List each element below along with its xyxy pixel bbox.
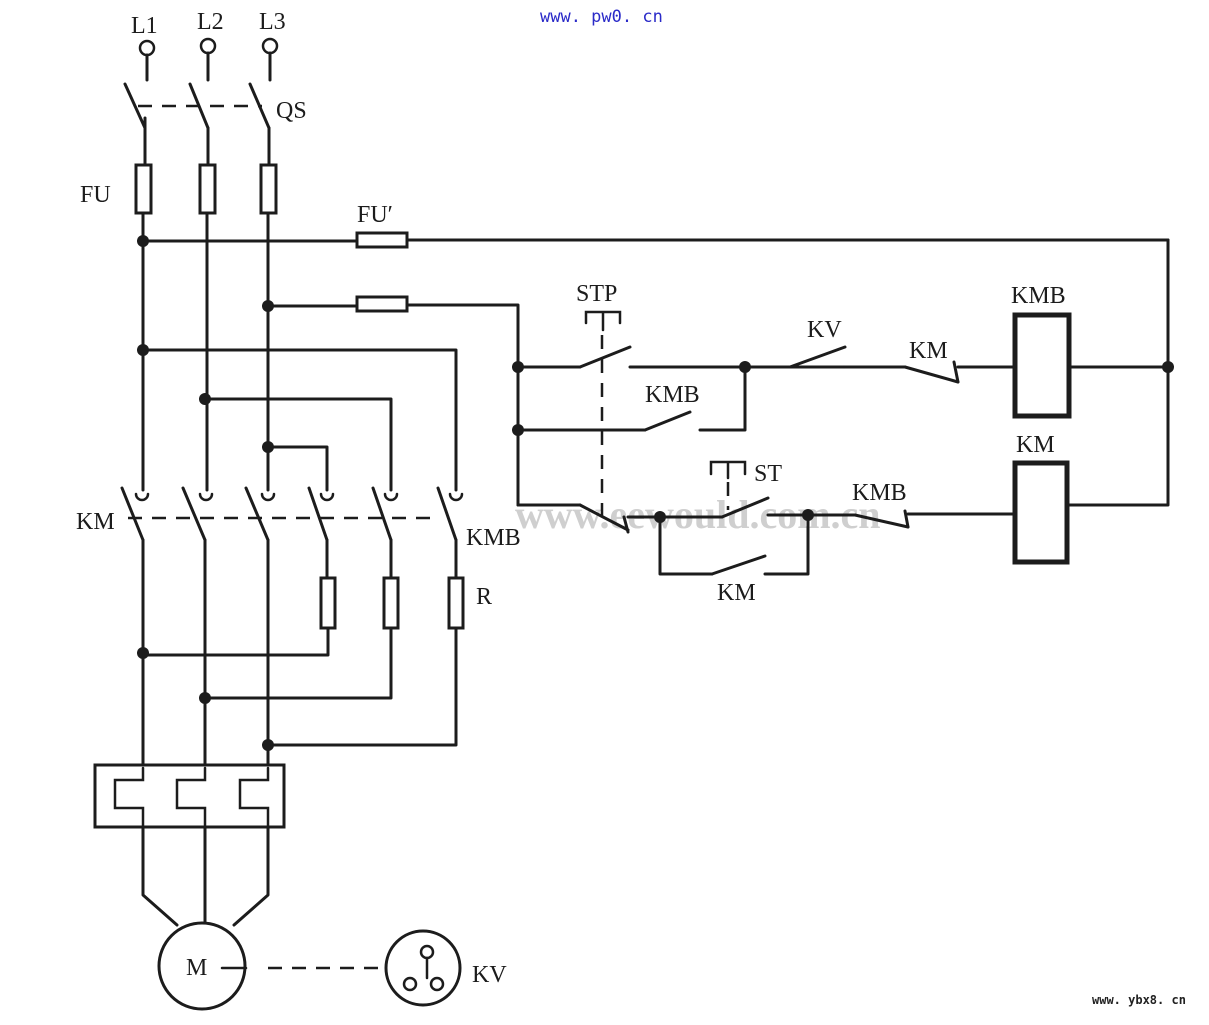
terminal-l3 xyxy=(261,37,279,55)
kmb-braking-contacts: KMB xyxy=(307,486,521,551)
label-speed-relay: KV xyxy=(472,962,507,988)
label-resistor: R xyxy=(476,584,492,610)
label-kmb-nc-contact: KMB xyxy=(852,480,907,506)
control-fuses: FU′ xyxy=(141,202,1170,507)
thermal-overload-relay xyxy=(93,763,286,829)
label-l2: L2 xyxy=(197,9,224,35)
stp-button-head xyxy=(584,310,622,332)
label-l1: L1 xyxy=(131,13,158,39)
label-fu-control: FU′ xyxy=(357,202,393,228)
watermark-bottom: www. ybx8. cn xyxy=(1092,993,1186,1007)
watermark-top: www. pw0. cn xyxy=(540,7,663,27)
label-km-coil: KM xyxy=(1016,432,1055,458)
label-st: ST xyxy=(754,461,782,487)
braking-resistors: R xyxy=(319,576,492,630)
fu-main-fuses: FU xyxy=(80,163,278,492)
speed-relay-kv: KV xyxy=(384,929,507,1007)
rung-km: ST KMB KM KM xyxy=(516,432,1170,606)
label-km-hold: KM xyxy=(717,580,756,606)
label-kmb-coil: KMB xyxy=(1011,283,1066,309)
label-qs: QS xyxy=(276,98,307,124)
label-km-nc-contact: KM xyxy=(909,338,948,364)
label-l3: L3 xyxy=(259,9,286,35)
label-fu: FU xyxy=(80,182,111,208)
rung-kmb: STP KV KM KMB KMB xyxy=(516,281,1170,525)
label-kv-contact: KV xyxy=(807,317,842,343)
supply-terminals: L1 L2 L3 xyxy=(131,9,286,82)
km-main-contacts: KM xyxy=(76,486,276,542)
st-button-head xyxy=(709,460,747,480)
kmb-coil xyxy=(1012,312,1072,419)
label-km-main: KM xyxy=(76,509,115,535)
label-kmb-hold: KMB xyxy=(645,382,700,408)
terminal-l1 xyxy=(138,39,156,57)
label-motor: M xyxy=(186,955,207,981)
terminal-l2 xyxy=(199,37,217,55)
km-coil xyxy=(1012,460,1070,565)
qs-isolating-switch: QS xyxy=(123,82,307,167)
label-stp: STP xyxy=(576,281,617,307)
label-kmb-main: KMB xyxy=(466,525,521,551)
motor: M xyxy=(157,921,248,1011)
